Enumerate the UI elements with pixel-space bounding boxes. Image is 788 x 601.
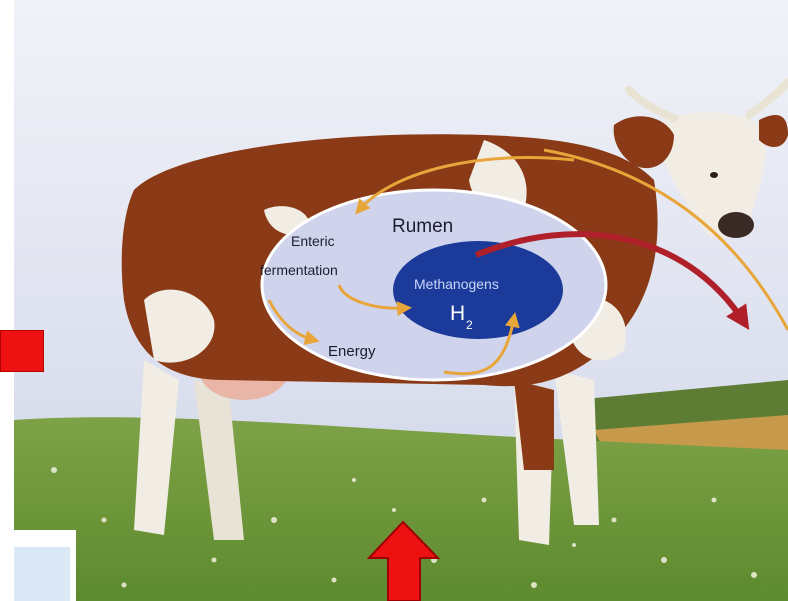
cow-photo: Rumen Enteric fermentation Methanogens H… [14, 0, 788, 601]
h2-subscript: 2 [466, 318, 473, 332]
caption-box-fill [14, 547, 70, 601]
enteric-label-line1: Enteric [291, 233, 335, 249]
methanogens-label: Methanogens [414, 276, 499, 292]
rumen-label: Rumen [392, 216, 453, 237]
red-rectangle-marker [0, 330, 44, 372]
h2-label: H [450, 302, 465, 325]
energy-label: Energy [328, 343, 376, 360]
cow-illustration: Rumen Enteric fermentation Methanogens H… [14, 0, 788, 601]
enteric-label-line2: fermentation [260, 262, 338, 278]
